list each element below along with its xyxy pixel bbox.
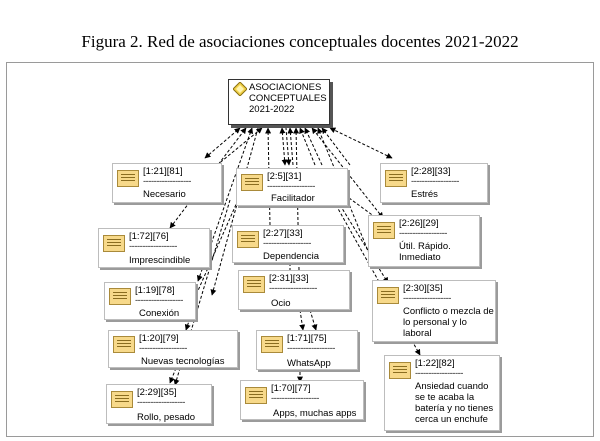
root-concept-node[interactable]: ASOCIACIONES CONCEPTUALES 2021-2022 [228, 79, 330, 125]
node-divider: ------------------ [143, 176, 191, 187]
quotation-icon [117, 170, 139, 187]
quotation-icon [373, 222, 395, 239]
node-divider: ------------------ [271, 393, 319, 404]
node-label: Ansiedad cuando se te acaba la batería y… [415, 381, 494, 425]
node-code: [2:26][29] [399, 218, 439, 229]
node-code: [1:21][81] [143, 166, 183, 177]
node-conflicto[interactable]: [2:30][35] ------------------ Conflicto … [372, 280, 496, 342]
node-ansiedad[interactable]: [1:22][82] ------------------ Ansiedad c… [384, 355, 500, 431]
quotation-icon [389, 362, 411, 379]
edge-conexion-nuevas [184, 317, 191, 331]
node-label: Estrés [411, 189, 438, 200]
network-node-icon [233, 82, 247, 96]
root-line-3: 2021-2022 [249, 104, 295, 115]
quotation-icon [243, 276, 265, 293]
quotation-icon [385, 170, 407, 187]
edge-facilitador-b [285, 127, 292, 166]
node-divider: ------------------ [287, 343, 335, 354]
edge-dependencia [265, 127, 272, 226]
node-label: Facilitador [271, 193, 315, 204]
node-divider: ------------------ [139, 343, 187, 354]
node-nuevas[interactable]: [1:20][79] ------------------ Nuevas tec… [108, 330, 238, 368]
quotation-icon [245, 387, 267, 404]
quotation-icon [241, 174, 263, 191]
node-label: Conflicto o mezcla de lo personal y lo l… [403, 306, 494, 339]
quotation-icon [261, 336, 283, 353]
edge-ocio-whatsapp-2 [309, 309, 318, 331]
node-label: Dependencia [263, 251, 319, 262]
node-divider: ------------------ [135, 295, 183, 306]
node-code: [2:5][31] [267, 171, 302, 182]
node-label: Conexión [139, 308, 180, 319]
edge-ocio-whatsapp [299, 309, 306, 331]
node-divider: ------------------ [269, 283, 317, 294]
node-divider: ------------------ [263, 238, 311, 249]
node-label: Ocio [271, 298, 291, 309]
edge-estres [329, 127, 393, 159]
edge-fac-conflicto [339, 204, 389, 284]
node-divider: ------------------ [403, 293, 451, 304]
node-code: [1:72][76] [129, 231, 169, 242]
figure-title: Figura 2. Red de asociaciones conceptual… [81, 32, 519, 51]
node-code: [2:28][33] [411, 166, 451, 177]
edge-facilitador-c [287, 127, 294, 166]
node-divider: ------------------ [129, 241, 177, 252]
node-dependencia[interactable]: [2:27][33] ------------------ Dependenci… [232, 225, 344, 263]
node-code: [2:30][35] [403, 283, 443, 294]
node-divider: ------------------ [411, 176, 459, 187]
node-divider: ------------------ [137, 397, 185, 408]
node-estres[interactable]: [2:28][33] ------------------ Estrés [380, 163, 488, 203]
node-util[interactable]: [2:26][29] ------------------ Útil. Rápi… [368, 215, 480, 267]
edge-fac-conexion [184, 199, 239, 321]
node-whatsapp[interactable]: [1:71][75] ------------------ WhatsApp [256, 330, 358, 370]
node-code: [2:29][35] [137, 387, 177, 398]
edge-nuevas-rollo [169, 367, 177, 384]
node-label: Útil. Rápido. Inmediato [399, 241, 451, 263]
edge-nuevas [210, 127, 259, 296]
node-code: [2:31][33] [269, 273, 309, 284]
node-apps[interactable]: [1:70][77] ------------------ Apps, much… [240, 380, 364, 420]
quotation-icon [377, 287, 399, 304]
quotation-icon [237, 231, 259, 248]
quotation-icon [109, 288, 131, 305]
node-label: Nuevas tecnologías [141, 356, 225, 367]
node-necesario[interactable]: [1:21][81] ------------------ Necesario [112, 163, 222, 203]
node-divider: ------------------ [399, 228, 447, 239]
quotation-icon [103, 235, 125, 252]
quotation-icon [113, 336, 135, 353]
node-conexion[interactable]: [1:19][78] ------------------ Conexión [104, 282, 196, 320]
node-code: [1:20][79] [139, 333, 179, 344]
node-code: [1:19][78] [135, 285, 175, 296]
edge-ansiedad [321, 127, 351, 166]
node-code: [1:22][82] [415, 358, 455, 369]
node-rollo[interactable]: [2:29][35] ------------------ Rollo, pes… [106, 384, 212, 424]
node-label: Apps, muchas apps [273, 408, 357, 419]
node-label: Necesario [143, 189, 186, 200]
node-imprescindible[interactable]: [1:72][76] ------------------ Imprescind… [98, 228, 210, 268]
node-label: Imprescindible [129, 255, 191, 266]
node-code: [2:27][33] [263, 228, 303, 239]
node-divider: ------------------ [267, 181, 315, 192]
node-label: WhatsApp [287, 358, 331, 369]
root-line-1: ASOCIACIONES [249, 82, 322, 93]
edge-whatsapp [299, 127, 316, 166]
root-line-2: CONCEPTUALES [249, 93, 327, 104]
node-ocio[interactable]: [2:31][33] ------------------ Ocio [238, 270, 350, 310]
figure-frame [6, 62, 594, 437]
edge-apps [304, 127, 323, 166]
node-code: [1:71][75] [287, 333, 327, 344]
node-facilitador[interactable]: [2:5][31] ------------------ Facilitador [236, 168, 348, 206]
node-code: [1:70][77] [271, 383, 311, 394]
edge-facilitador-a [279, 127, 288, 166]
node-divider: ------------------ [415, 368, 463, 379]
node-label: Rollo, pesado [137, 412, 196, 423]
quotation-icon [111, 391, 133, 408]
